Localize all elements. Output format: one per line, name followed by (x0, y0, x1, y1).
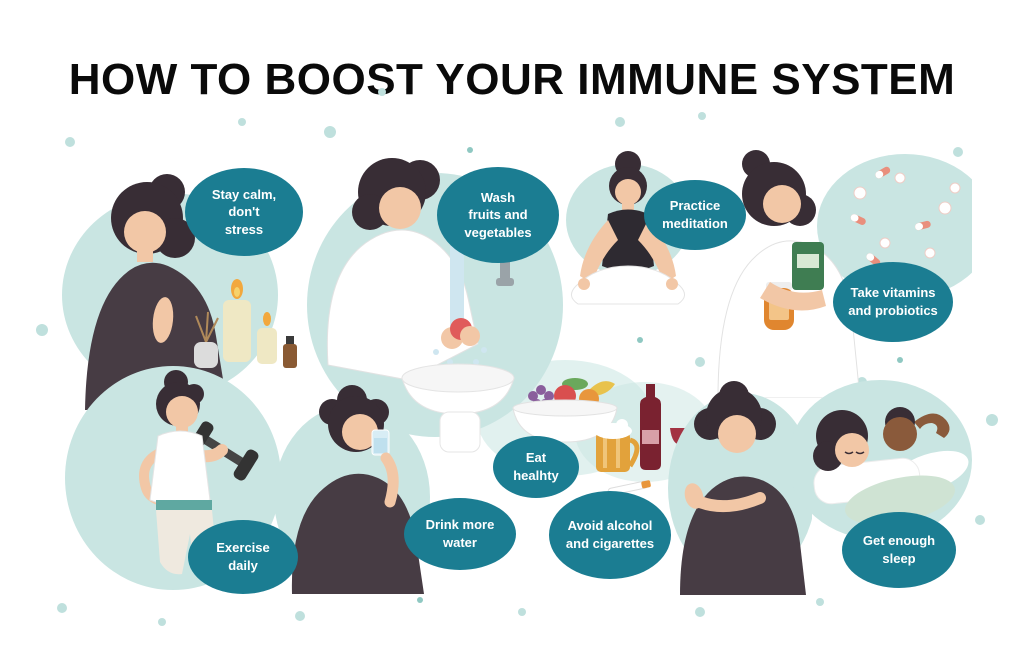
tip-bubble-wash-produce: Wash fruits and vegetables (437, 167, 559, 263)
tip-bubble-eat-healthy: Eat healhty (493, 436, 579, 498)
fruit-bowl-illustration (505, 366, 625, 448)
candles-icon (223, 279, 277, 364)
tip-bubble-water: Drink more water (404, 498, 516, 570)
tip-bubble-stay-calm: Stay calm, don't stress (185, 168, 303, 256)
sleep-illustration (788, 372, 976, 542)
drink-water-illustration (272, 372, 437, 594)
bowl-icon (512, 399, 618, 443)
refusing-woman-illustration (662, 378, 812, 595)
water-glass-icon (371, 429, 390, 456)
tip-bubble-vitamins: Take vitamins and probiotics (833, 262, 953, 342)
wine-bottle-icon (640, 384, 661, 470)
page-title: HOW TO BOOST YOUR IMMUNE SYSTEM (68, 55, 956, 104)
tip-bubble-exercise: Exercise daily (188, 520, 298, 594)
tip-bubble-meditation: Practice meditation (644, 180, 746, 250)
sink-bowl-icon (401, 363, 515, 453)
beer-mug-icon (594, 419, 640, 472)
vitamins-illustration (700, 148, 972, 398)
vitamin-box-icon (792, 242, 824, 290)
tip-bubble-avoid-alcohol: Avoid alcohol and cigarettes (549, 491, 671, 579)
tip-bubble-sleep: Get enough sleep (842, 512, 956, 588)
diffuser-icon (194, 311, 297, 368)
meditation-illustration (540, 148, 715, 353)
pills-icon (850, 166, 961, 267)
